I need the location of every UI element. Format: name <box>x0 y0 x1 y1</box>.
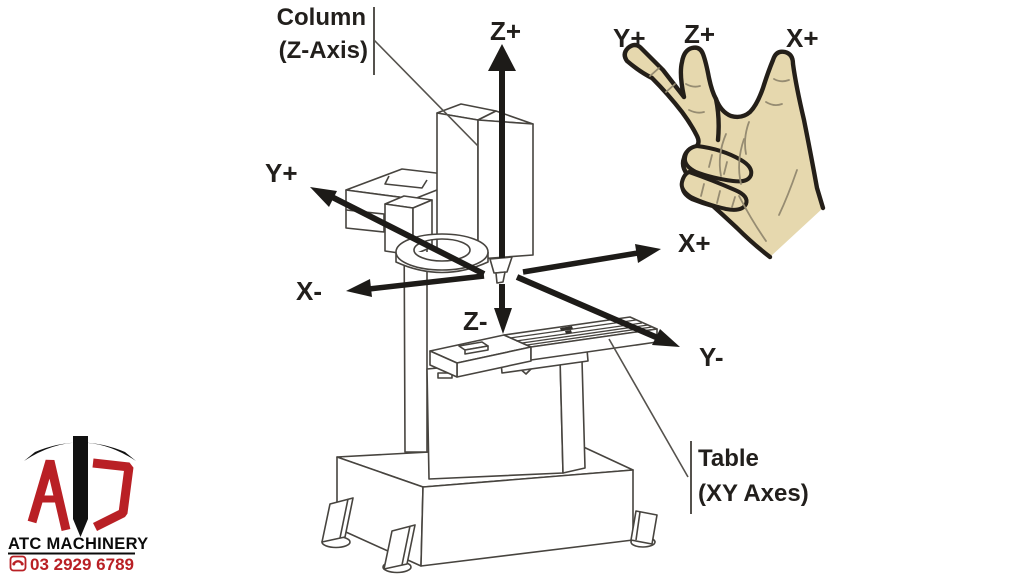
right-hand-illustration: Y+ Z+ X+ <box>613 19 826 260</box>
y-plus-arrow <box>328 193 486 277</box>
label-z-plus: Z+ <box>490 16 521 46</box>
company-name: ATC MACHINERY <box>8 535 148 553</box>
hand-label-x-plus: X+ <box>786 23 819 53</box>
folded-pinky-finger <box>679 170 749 212</box>
axis-arrows <box>310 44 680 347</box>
y-minus-arrow <box>515 274 660 341</box>
column-label-line2: (Z-Axis) <box>279 37 368 64</box>
label-y-plus: Y+ <box>265 158 298 188</box>
atc-logo: ATC MACHINERY 03 2929 6789 <box>8 436 148 574</box>
phone-number: 03 2929 6789 <box>30 555 134 574</box>
spindle-head <box>436 103 534 264</box>
column-label-line1: Column <box>277 4 366 31</box>
table-label-line1: Table <box>698 445 759 472</box>
table-leader-line <box>608 338 689 478</box>
middle-finger-palm-line <box>713 96 721 143</box>
label-x-minus: X- <box>296 276 322 306</box>
column-leader-line <box>373 39 479 147</box>
logo-stem <box>73 436 88 537</box>
machine-table-left <box>429 334 532 378</box>
machine-feet <box>321 497 658 574</box>
machine-labels: Column (Z-Axis) Table (XY Axes) Z+ Z- X+… <box>265 4 809 507</box>
logo-letter-a-shape <box>27 459 71 532</box>
folded-ring-finger <box>682 144 754 184</box>
logo-arc <box>24 442 136 461</box>
x-minus-arrow <box>368 273 485 292</box>
label-z-minus: Z- <box>463 306 488 336</box>
x-plus-arrow <box>522 250 639 275</box>
callouts <box>373 7 692 514</box>
label-x-plus: X+ <box>678 228 711 258</box>
machine-knee <box>426 356 586 480</box>
logo-letter-c-shape <box>92 458 134 532</box>
cnc-mill-illustration <box>321 103 658 574</box>
label-y-minus: Y- <box>699 342 724 372</box>
hand-label-z-plus: Z+ <box>684 19 715 49</box>
hand-label-y-plus: Y+ <box>613 23 646 53</box>
table-label-line2: (XY Axes) <box>698 480 809 507</box>
hand-creases <box>649 67 798 242</box>
phone-icon <box>9 555 27 572</box>
spindle-nose <box>489 256 513 284</box>
